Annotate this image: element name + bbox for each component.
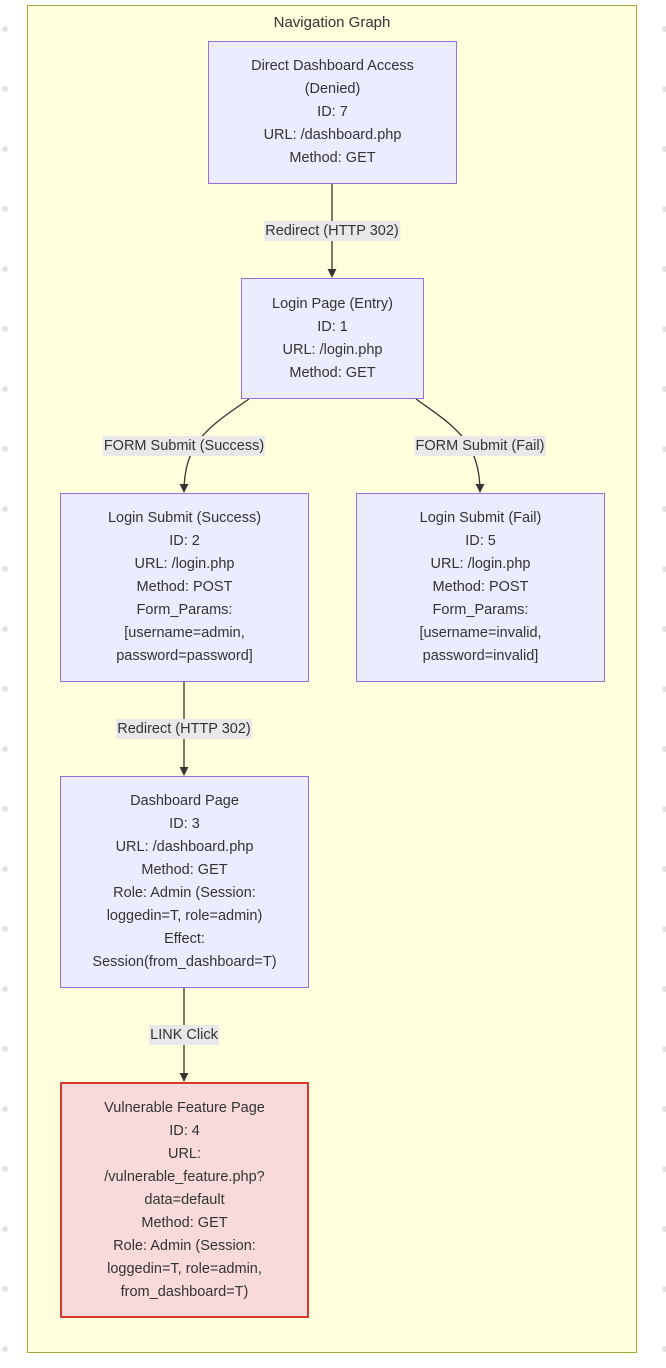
node-line: Dashboard Page	[130, 793, 239, 809]
node-line: from_dashboard=T)	[120, 1283, 249, 1300]
node-line: ID: 7	[317, 104, 348, 120]
node-line: URL:	[167, 1145, 202, 1162]
node-line: /vulnerable_feature.php?	[104, 1168, 265, 1185]
node-line: Effect:	[164, 931, 205, 947]
node-line: Session(from_dashboard=T)	[92, 954, 277, 970]
node-line: data=default	[144, 1191, 225, 1208]
node-line: [username=admin,	[124, 625, 245, 641]
node-line: password=invalid]	[422, 648, 539, 664]
node-line: URL: /login.php	[282, 341, 383, 358]
node-line: ID: 4	[169, 1122, 200, 1139]
cluster-title: Navigation Graph	[273, 14, 391, 31]
node-direct-dashboard-access: Direct Dashboard Access (Denied) ID: 7 U…	[208, 41, 457, 184]
node-line: Direct Dashboard Access	[251, 58, 414, 74]
edge-label-redirect-1: Redirect (HTTP 302)	[264, 221, 400, 241]
node-line: ID: 2	[169, 533, 200, 549]
node-line: Method: GET	[141, 862, 228, 878]
edge-login-to-success	[179, 398, 250, 493]
node-line: loggedin=T, role=admin,	[107, 1260, 262, 1277]
edge-login-to-fail	[415, 398, 485, 493]
node-line: Method: GET	[289, 364, 376, 381]
node-login-page: Login Page (Entry) ID: 1 URL: /login.php…	[241, 278, 424, 399]
node-line: Role: Admin (Session:	[113, 885, 256, 901]
node-line: URL: /login.php	[430, 556, 531, 572]
node-line: URL: /dashboard.php	[263, 127, 402, 143]
node-line: URL: /dashboard.php	[115, 839, 254, 855]
edge-label-redirect-2: Redirect (HTTP 302)	[116, 719, 252, 739]
node-login-submit-fail: Login Submit (Fail) ID: 5 URL: /login.ph…	[356, 493, 605, 682]
edge-label-form-fail: FORM Submit (Fail)	[414, 436, 546, 456]
node-line: Vulnerable Feature Page	[104, 1099, 265, 1116]
node-vulnerable-feature-page: Vulnerable Feature Page ID: 4 URL: /vuln…	[60, 1082, 309, 1318]
node-line: Login Submit (Success)	[107, 510, 262, 526]
node-login-submit-success: Login Submit (Success) ID: 2 URL: /login…	[60, 493, 309, 682]
node-line: Role: Admin (Session:	[113, 1237, 256, 1254]
node-line: [username=invalid,	[419, 625, 542, 641]
node-line: Method: POST	[432, 579, 529, 595]
node-line: URL: /login.php	[134, 556, 235, 572]
node-line: ID: 3	[169, 816, 200, 832]
edge-label-form-success: FORM Submit (Success)	[102, 436, 266, 456]
node-line: ID: 5	[465, 533, 496, 549]
node-line: loggedin=T, role=admin)	[106, 908, 263, 924]
node-line: (Denied)	[304, 81, 361, 97]
node-line: Method: POST	[136, 579, 233, 595]
node-line: ID: 1	[317, 318, 348, 335]
node-line: Form_Params:	[136, 602, 233, 618]
node-line: Login Page (Entry)	[272, 295, 393, 312]
node-line: Form_Params:	[432, 602, 529, 618]
node-line: Method: GET	[141, 1214, 228, 1231]
node-line: Method: GET	[289, 150, 376, 166]
edge-label-link-click: LINK Click	[149, 1025, 219, 1045]
node-dashboard-page: Dashboard Page ID: 3 URL: /dashboard.php…	[60, 776, 309, 988]
node-line: password=password]	[116, 648, 253, 664]
node-line: Login Submit (Fail)	[419, 510, 542, 526]
